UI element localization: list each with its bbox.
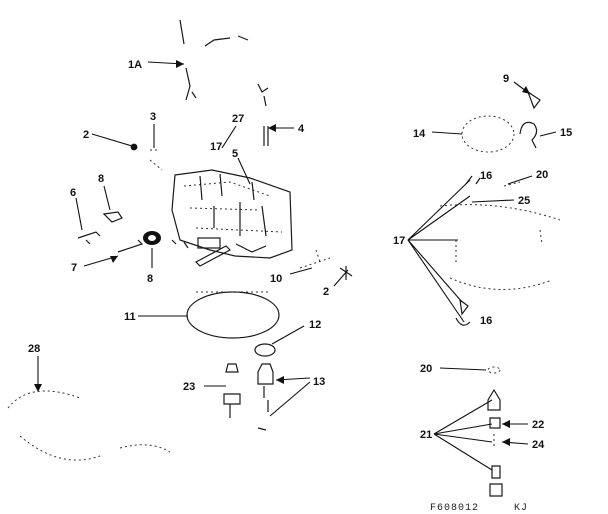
label-part-2-left: 2	[83, 129, 89, 141]
label-part-28: 28	[28, 343, 40, 355]
drawing-suffix: KJ	[514, 503, 528, 514]
label-part-23: 23	[183, 381, 195, 393]
leader-lines	[37, 61, 557, 471]
label-part-3: 3	[150, 111, 156, 123]
label-part-20-bottom: 20	[420, 363, 432, 375]
ball-part-icon	[130, 143, 138, 151]
gasket-part-icon	[186, 291, 280, 339]
bowl-cap-part-icon	[254, 343, 276, 357]
label-part-5: 5	[232, 148, 238, 160]
label-part-20-top: 20	[536, 169, 548, 181]
label-part-1a: 1A	[128, 59, 142, 71]
callout-labels: 1A 2 3 4 27 17 5 6 8 7 8 10 2 11 12 13 2…	[28, 59, 572, 451]
label-part-16-bottom: 16	[480, 315, 492, 327]
label-part-17-right: 17	[393, 235, 405, 247]
component-art	[7, 19, 561, 497]
drawing-code: F608012	[430, 503, 479, 514]
label-part-6: 6	[70, 187, 76, 199]
label-part-8-bottom: 8	[147, 273, 153, 285]
label-part-12: 12	[309, 319, 321, 331]
label-part-16-top: 16	[480, 170, 492, 182]
label-part-24: 24	[532, 439, 545, 451]
label-part-11: 11	[124, 311, 136, 323]
label-part-9: 9	[503, 73, 509, 85]
label-part-13: 13	[313, 376, 325, 388]
label-part-25: 25	[518, 195, 530, 207]
label-part-21: 21	[420, 429, 432, 441]
label-part-7: 7	[71, 262, 77, 274]
label-part-4: 4	[298, 123, 305, 135]
label-part-15: 15	[560, 127, 572, 139]
label-part-27: 27	[232, 113, 244, 125]
label-part-14: 14	[413, 128, 426, 140]
arrowheads	[34, 60, 530, 446]
label-part-17-left: 17	[210, 141, 222, 153]
label-part-22: 22	[532, 419, 544, 431]
label-part-10: 10	[270, 273, 282, 285]
label-part-8-top: 8	[98, 173, 104, 185]
label-part-2-right: 2	[323, 286, 329, 298]
